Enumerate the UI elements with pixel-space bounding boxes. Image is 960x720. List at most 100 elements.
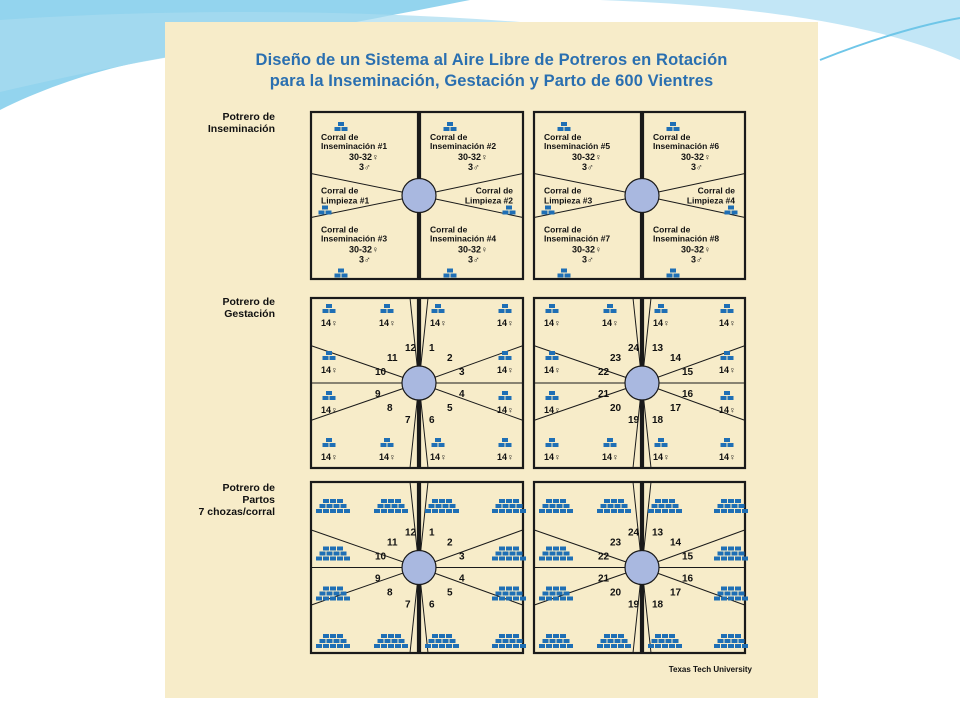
gestation-pen-sow-count: 14♀ [719,405,736,415]
insemination-pen-5-female-count: 30-32♀ [572,152,602,162]
insemination-pen-5-male-count: 3♂ [582,162,594,172]
pen-number-1: 1 [429,528,435,539]
gestation-pen-sow-count: 14♀ [719,452,736,462]
pen-number-16: 16 [682,389,694,400]
pen-number-23: 23 [610,538,622,549]
farrowing-pen-hut-icon [648,499,682,513]
insemination-pen-7-male-count: 3♂ [582,255,594,265]
gestation-pen-sow-count: 14♀ [544,452,561,462]
insemination-pen-8-male-count: 3♂ [691,255,703,265]
insemination-pen-7-female-count: 30-32♀ [572,245,602,255]
pen-number-22: 22 [598,552,610,563]
pen-divider-line [310,382,420,421]
insemination-pen-2-hut-icon [443,122,457,131]
gestation-pen-hut-icon [498,438,512,447]
pen-number-17: 17 [670,588,682,599]
gestation-pen-hut-icon [498,304,512,313]
pen-number-7: 7 [405,600,411,611]
insemination-pen-4-female-count: 30-32♀ [458,245,488,255]
row-label-line: Gestación [224,308,275,320]
insemination-pen-1-label: Inseminación #1 [321,141,387,151]
row-label-line: Potrero de [222,482,275,494]
pen-number-19: 19 [628,600,640,611]
pen-divider-line [533,529,643,568]
cleaning-pen-label: Corral de [321,186,359,196]
farrowing-pen-hut-icon [714,634,748,648]
insemination-pen-8-label: Corral de [653,225,691,235]
gestation-pen-sow-count: 14♀ [653,318,670,328]
pen-divider-line [418,382,524,421]
insemination-pen-6-label: Inseminación #6 [653,141,719,151]
pen-divider-line [418,529,524,568]
farrowing-pen-hut-icon [374,499,408,513]
gestation-pen-hut-icon [380,438,394,447]
gestation-pen-hut-icon [380,304,394,313]
title-line-2: para la Inseminación, Gestación y Parto … [269,72,714,90]
farrowing-pen-hut-icon [597,634,631,648]
slide-swoosh-line [819,17,960,61]
gestation-pen-sow-count: 14♀ [497,365,514,375]
gestation-pen-sow-count: 14♀ [719,365,736,375]
farrowing-pen-hut-icon [316,586,350,601]
gestation-pen-hut-icon [654,304,668,313]
gestation-pen-hut-icon [720,438,734,447]
insemination-pen-1-hut-icon [334,122,348,131]
insemination-pen-2-label: Inseminación #2 [430,141,496,151]
diagram-title: Diseño de un Sistema al Aire Libre de Po… [165,50,818,92]
pen-divider-line [641,529,746,568]
gestation-pen-hut-icon [322,438,336,447]
pen-number-13: 13 [652,528,664,539]
row-label-line: Potrero de [222,111,275,123]
pen-divider-line [418,567,524,606]
pen-number-5: 5 [447,403,453,414]
gestation-pen-sow-count: 14♀ [544,365,561,375]
gestation-pen-hut-icon [498,391,512,400]
cleaning-pen-hut-icon [541,205,555,215]
pen-number-12: 12 [405,528,417,539]
insemination-pen-2-male-count: 3♂ [468,162,480,172]
gestation-pen-hut-icon [654,438,668,447]
central-hub [624,177,660,214]
pen-number-9: 9 [375,574,381,585]
farrowing-pen-hut-icon [492,586,526,601]
pen-number-2: 2 [447,538,453,549]
pen-number-9: 9 [375,389,381,400]
pen-number-18: 18 [652,600,664,611]
insemination-pen-1-label: Corral de [321,132,359,142]
farrowing-pen-hut-icon [714,499,748,513]
farrowing-pen-hut-icon [374,634,408,648]
pen-number-8: 8 [387,588,393,599]
pen-number-10: 10 [375,552,387,563]
pen-number-2: 2 [447,353,453,364]
gestation-pen-sow-count: 14♀ [497,452,514,462]
central-hub [401,365,437,401]
gestation-pen-hut-icon [322,351,336,360]
gestation-pen-hut-icon [545,351,559,360]
pen-divider-line [641,567,746,606]
gestation-pen-sow-count: 14♀ [497,405,514,415]
gestation-pen-hut-icon [545,438,559,447]
gestation-pen-sow-count: 14♀ [321,405,338,415]
gestation-pen-sow-count: 14♀ [544,405,561,415]
gestation-pen-sow-count: 14♀ [653,452,670,462]
pen-number-21: 21 [598,389,610,400]
gestation-pen-sow-count: 14♀ [379,452,396,462]
pen-divider-line [310,173,420,196]
cleaning-pen-label: Limpieza #2 [465,196,513,206]
farrowing-pen-hut-icon [316,499,350,513]
insemination-pen-3-hut-icon [334,268,348,278]
cleaning-pen-label: Limpieza #1 [321,196,369,206]
gestation-pen-hut-icon [431,438,445,447]
insemination-pen-7-label: Corral de [544,225,582,235]
insemination-pen-7-label: Inseminación #7 [544,234,610,244]
cleaning-pen-label: Corral de [698,186,736,196]
row-label-line: Inseminación [207,123,275,135]
farrowing-pen-hut-icon [648,634,682,648]
pen-number-12: 12 [405,343,417,354]
pen-divider-line [533,382,643,421]
pen-number-4: 4 [459,574,465,585]
insemination-pen-5-hut-icon [557,122,571,131]
pen-number-5: 5 [447,588,453,599]
gestation-pen-sow-count: 14♀ [430,318,447,328]
